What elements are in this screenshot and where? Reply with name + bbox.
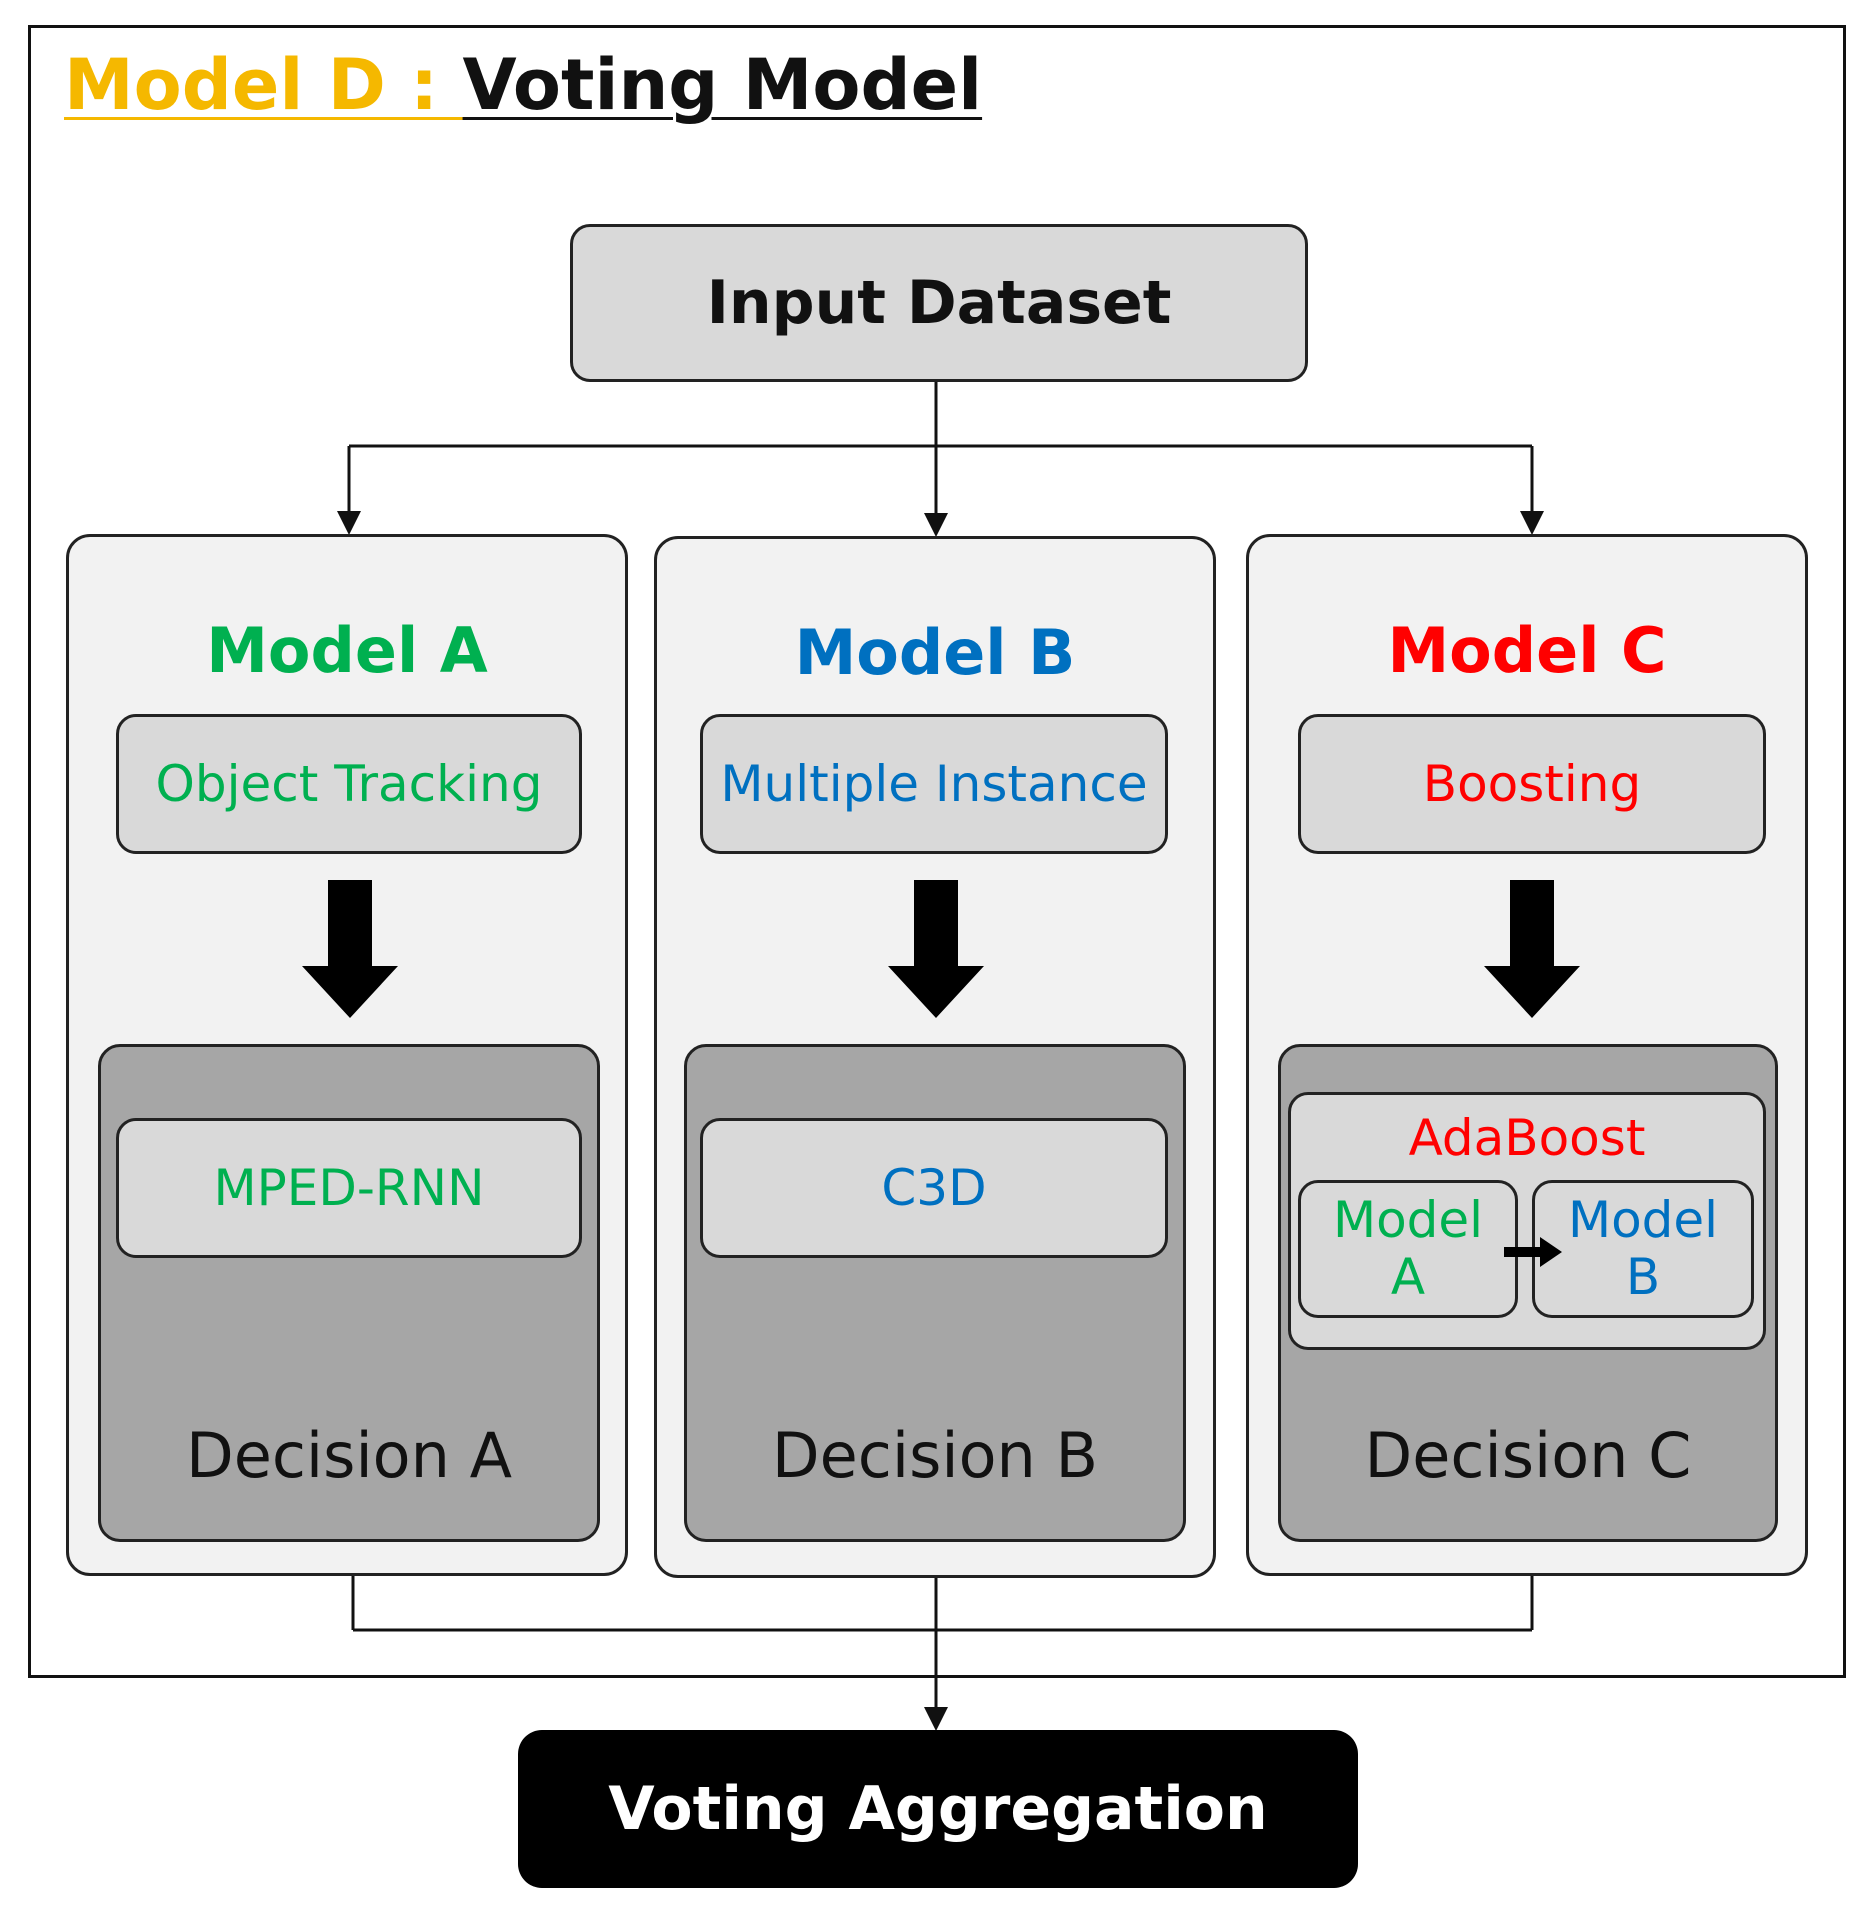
model-c-down-arrow-icon bbox=[1484, 880, 1580, 1018]
adaboost-label: AdaBoost bbox=[1408, 1109, 1646, 1167]
model-a-network-box: MPED-RNN bbox=[116, 1118, 582, 1258]
model-c-title: Model C bbox=[1387, 613, 1667, 687]
model-a-title: Model A bbox=[206, 613, 488, 687]
input-dataset-box: Input Dataset bbox=[570, 224, 1308, 382]
adaboost-sub-model-a: Model A bbox=[1298, 1180, 1518, 1318]
adaboost-sub-model-b: Model B bbox=[1532, 1180, 1754, 1318]
model-b-down-arrow-icon bbox=[888, 880, 984, 1018]
diagram-title: Model D : Voting Model bbox=[64, 50, 982, 120]
title-prefix: Model D : bbox=[64, 44, 463, 126]
model-a-down-arrow-icon bbox=[302, 880, 398, 1018]
model-c-decision: Decision C bbox=[1364, 1418, 1692, 1492]
model-b-method-box: Multiple Instance bbox=[700, 714, 1168, 854]
adaboost-chain-arrow-icon bbox=[1504, 1237, 1562, 1267]
model-a-method-box: Object Tracking bbox=[116, 714, 582, 854]
model-b-decision: Decision B bbox=[771, 1418, 1099, 1492]
model-a-decision: Decision A bbox=[185, 1418, 513, 1492]
model-b-network-box: C3D bbox=[700, 1118, 1168, 1258]
voting-aggregation-box: Voting Aggregation bbox=[518, 1730, 1358, 1888]
model-b-title: Model B bbox=[794, 615, 1076, 689]
title-main: Voting Model bbox=[462, 44, 983, 126]
model-c-method-box: Boosting bbox=[1298, 714, 1766, 854]
